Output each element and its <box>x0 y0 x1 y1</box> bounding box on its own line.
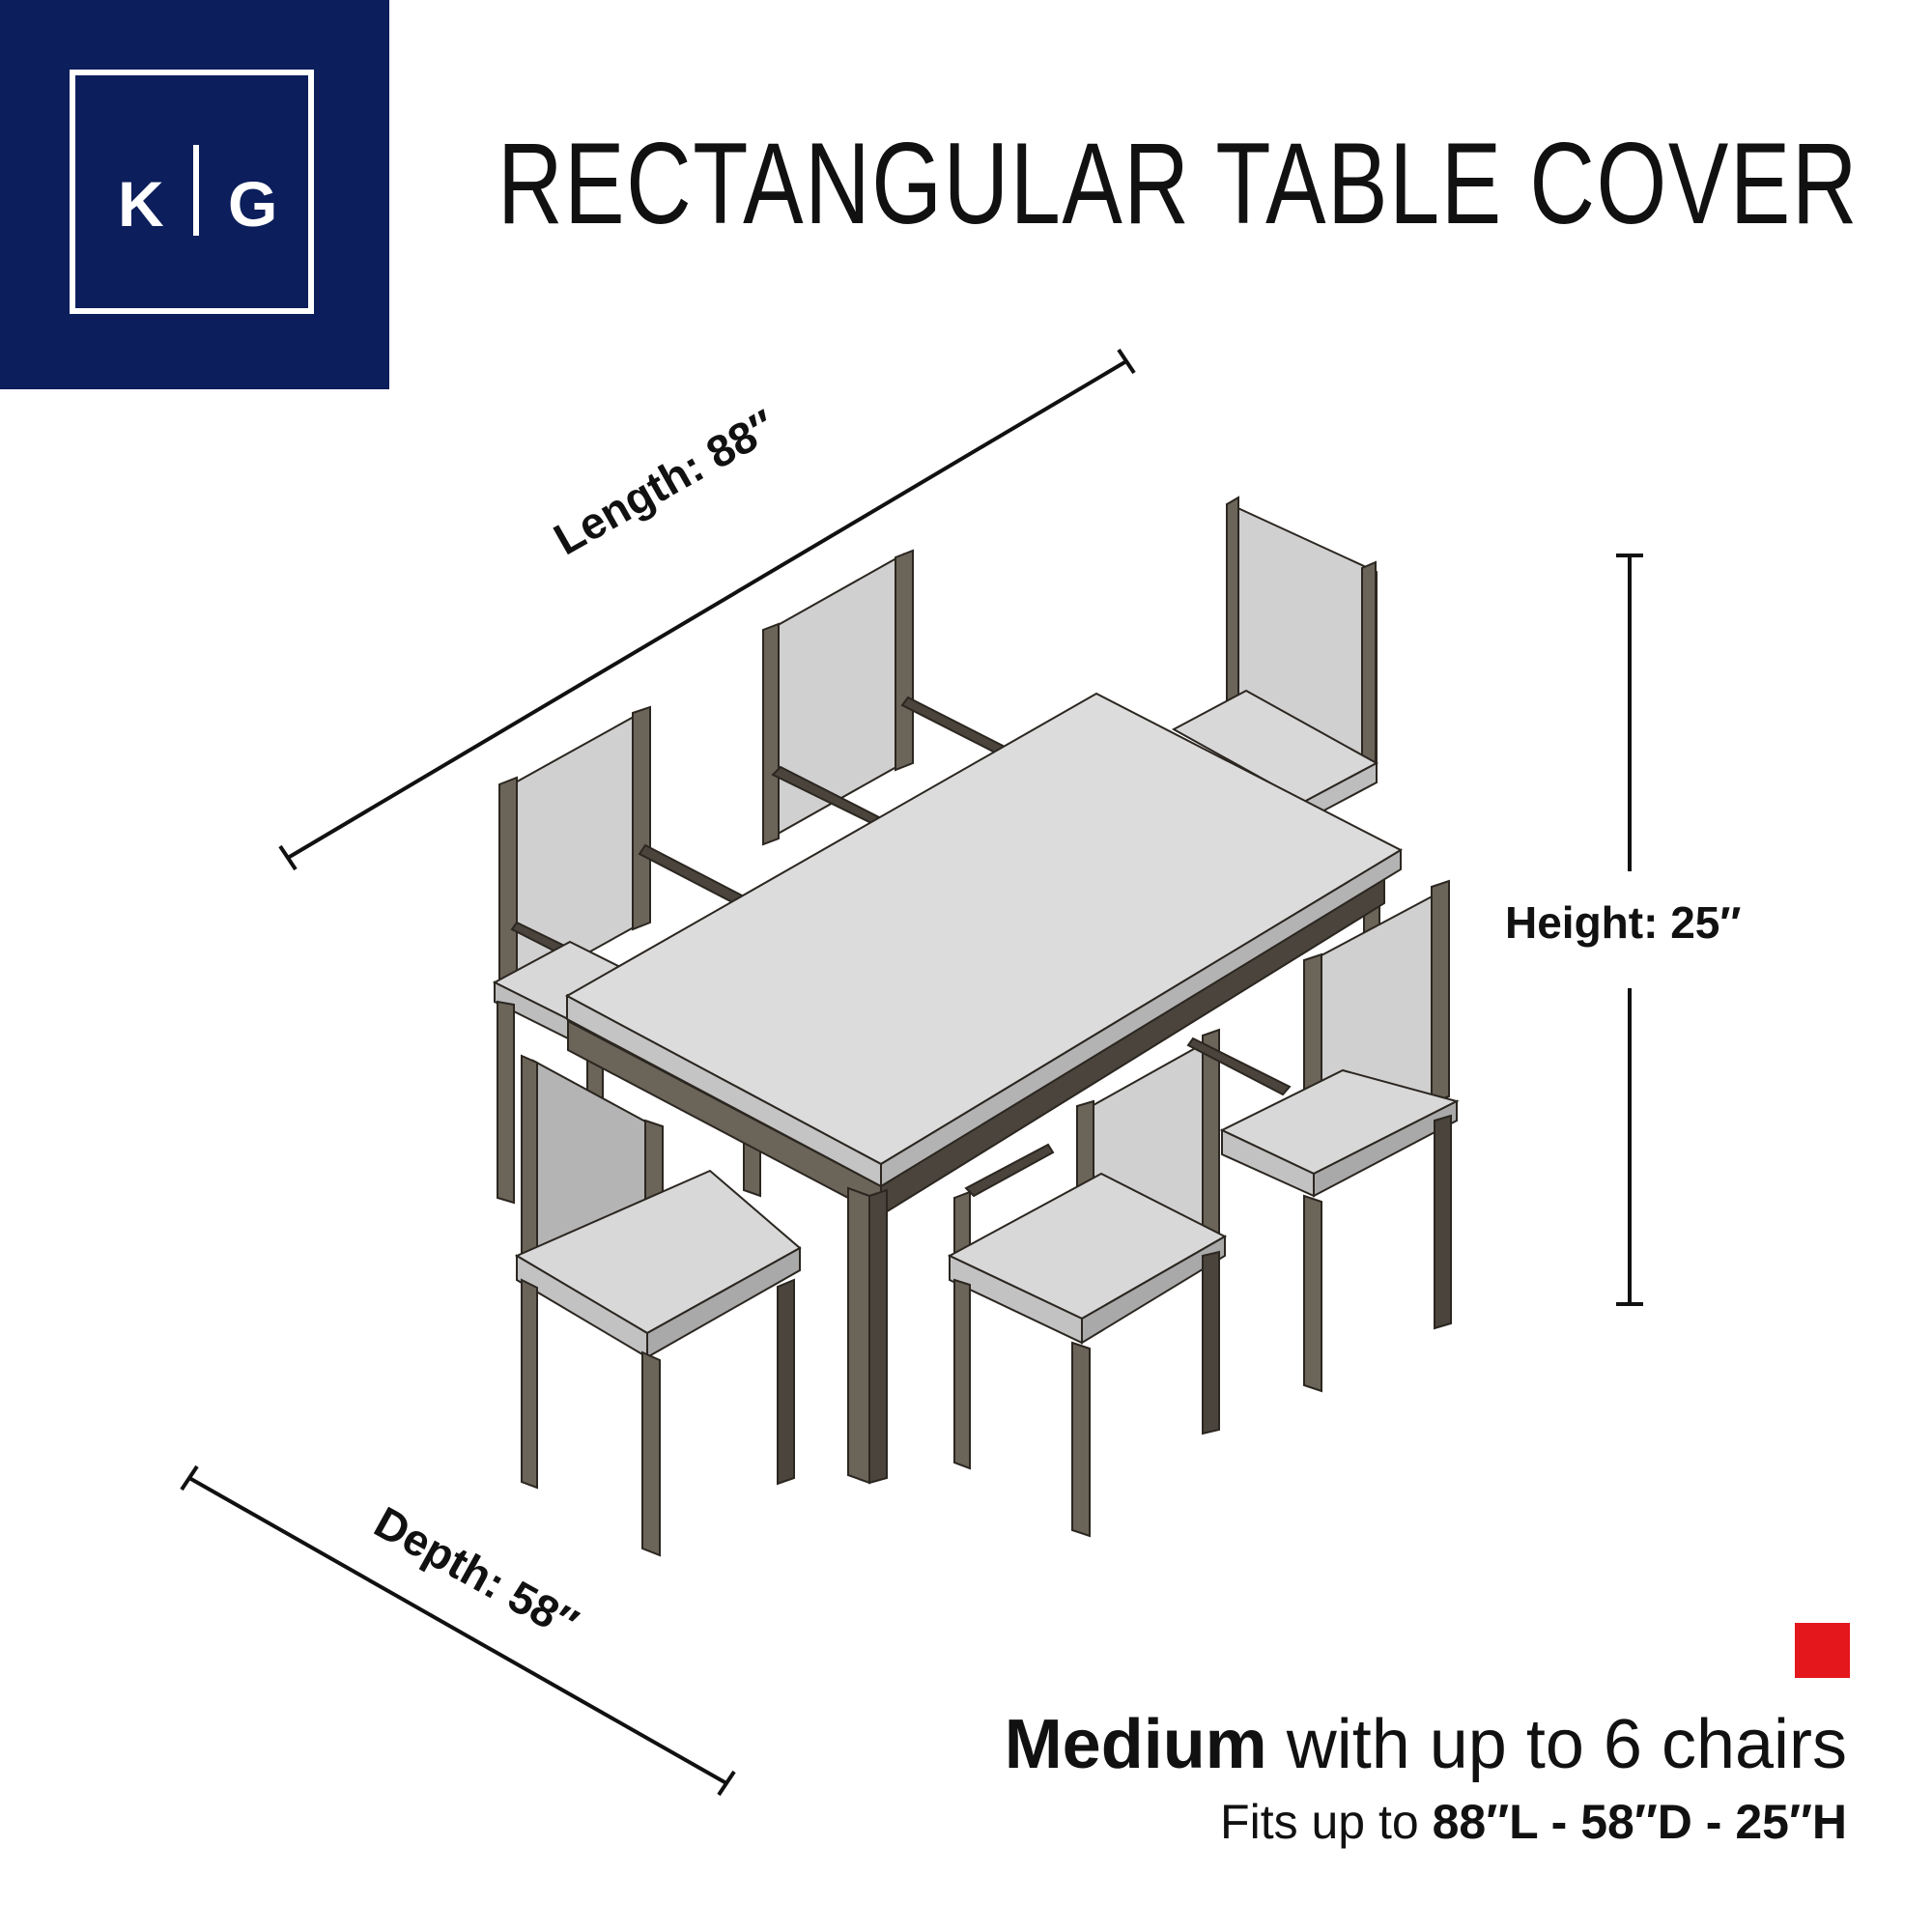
length-dimension-line <box>278 348 1136 871</box>
logo-frame: K G <box>70 70 314 314</box>
logo-letter-g: G <box>228 168 278 240</box>
size-summary: Medium with up to 6 chairs <box>1005 1706 1847 1783</box>
fits-prefix: Fits up to <box>1220 1795 1433 1849</box>
chair-front-left <box>514 1054 802 1557</box>
fits-dimensions: 88″L - 58″D - 25″H <box>1432 1795 1847 1849</box>
depth-dimension-line <box>180 1464 736 1797</box>
dining-table <box>564 692 1404 1485</box>
height-dimension-line <box>1616 554 1643 1306</box>
chair-back-right <box>1171 496 1379 823</box>
brand-logo: K G <box>0 0 389 389</box>
logo-letter-k: K <box>118 168 164 240</box>
chair-front-right <box>1186 879 1460 1393</box>
size-name: Medium <box>1004 1706 1267 1783</box>
chair-front-middle <box>947 1028 1228 1538</box>
chair-back-middle <box>762 549 1010 846</box>
logo-divider <box>193 145 199 236</box>
fit-summary: Fits up to 88″L - 58″D - 25″H <box>1220 1794 1847 1850</box>
size-description: with up to 6 chairs <box>1266 1706 1847 1783</box>
size-color-badge <box>1795 1623 1850 1678</box>
height-label: Height: 25″ <box>1505 897 1742 948</box>
